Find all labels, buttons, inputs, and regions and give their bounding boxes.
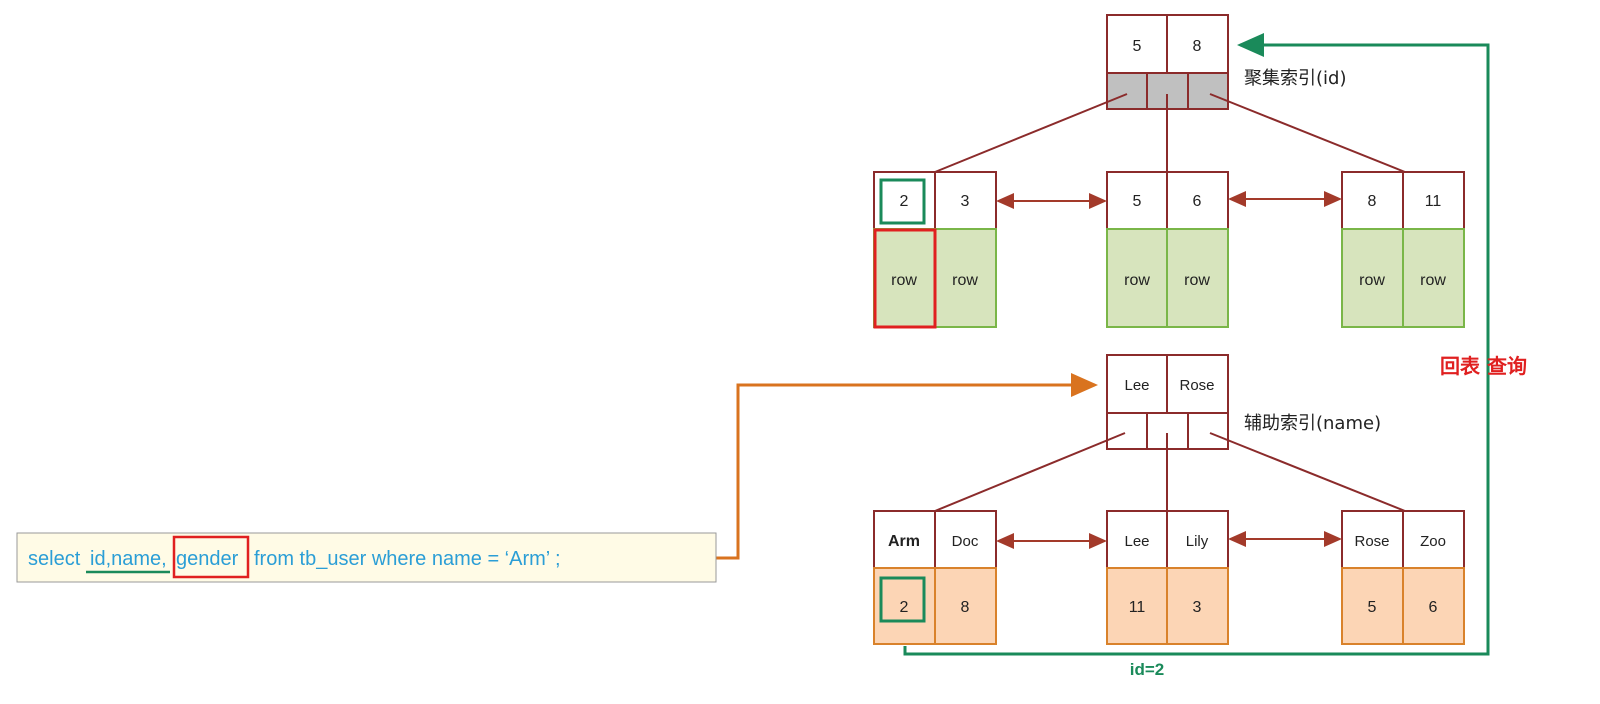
clustered-leaf-2: 5 6 row row <box>1106 171 1229 328</box>
secondary-leaf-key: Arm <box>888 533 920 550</box>
id-cell: 5 <box>1368 599 1377 616</box>
row-cell: row <box>1184 272 1210 289</box>
id-cell: 6 <box>1429 599 1438 616</box>
highlight-box-green <box>879 576 926 623</box>
id-cell: 3 <box>1193 599 1202 616</box>
sql-rest: from tb_user where name = ‘Arm’ ; <box>254 548 561 570</box>
clustered-leaf-key: 11 <box>1425 193 1442 210</box>
clustered-leaf-key: 8 <box>1368 193 1377 210</box>
clustered-index-label: 聚集索引(id) <box>1244 68 1346 89</box>
id-cell: 11 <box>1129 599 1146 616</box>
sql-connector-arrow <box>716 373 1098 560</box>
secondary-leaf-2: Lee Lily 11 3 <box>1106 510 1229 645</box>
clustered-leaf-key: 5 <box>1133 193 1142 210</box>
secondary-index-label: 辅助索引(name) <box>1244 413 1381 434</box>
secondary-leaf-key: Rose <box>1354 533 1389 550</box>
sql-gender-column: gender <box>176 548 239 570</box>
highlight-box-green <box>879 178 926 225</box>
id-cell: 8 <box>961 599 970 616</box>
sql-selected-columns: id,name, <box>90 548 167 570</box>
secondary-root-key: Rose <box>1179 377 1214 394</box>
id-label: id=2 <box>1130 660 1165 679</box>
row-cell: row <box>952 272 978 289</box>
secondary-leaf-1: Arm Doc 2 8 <box>873 510 997 645</box>
secondary-leaf-key: Lee <box>1124 533 1149 550</box>
clustered-leaf-1: 2 3 row row <box>873 171 997 329</box>
secondary-tree-edges <box>934 432 1406 512</box>
secondary-leaf-3: Rose Zoo 5 6 <box>1341 510 1465 645</box>
sql-statement-box: select id,name, gender from tb_user wher… <box>16 532 717 583</box>
secondary-leaf-key: Zoo <box>1420 533 1446 550</box>
back-lookup-label: 回表 查询 <box>1440 354 1527 378</box>
secondary-root-key: Lee <box>1124 377 1149 394</box>
highlight-box-red <box>873 228 937 329</box>
row-cell: row <box>1420 272 1446 289</box>
row-cell: row <box>1124 272 1150 289</box>
clustered-leaf-3: 8 11 row row <box>1341 171 1465 328</box>
clustered-leaf-key: 2 <box>900 193 909 210</box>
secondary-leaf-key: Doc <box>952 533 979 550</box>
clustered-root-key: 5 <box>1133 38 1142 55</box>
clustered-root-key: 8 <box>1193 38 1202 55</box>
back-lookup-arrow <box>903 33 1490 656</box>
row-cell: row <box>1359 272 1385 289</box>
id-cell: 2 <box>900 599 909 616</box>
sql-select-keyword: select <box>28 548 81 570</box>
row-cell: row <box>891 272 917 289</box>
clustered-leaf-key: 6 <box>1193 193 1202 210</box>
gender-highlight-box <box>172 535 250 579</box>
clustered-tree-edges <box>934 93 1406 173</box>
secondary-leaf-key: Lily <box>1186 533 1209 550</box>
clustered-leaf-key: 3 <box>961 193 970 210</box>
